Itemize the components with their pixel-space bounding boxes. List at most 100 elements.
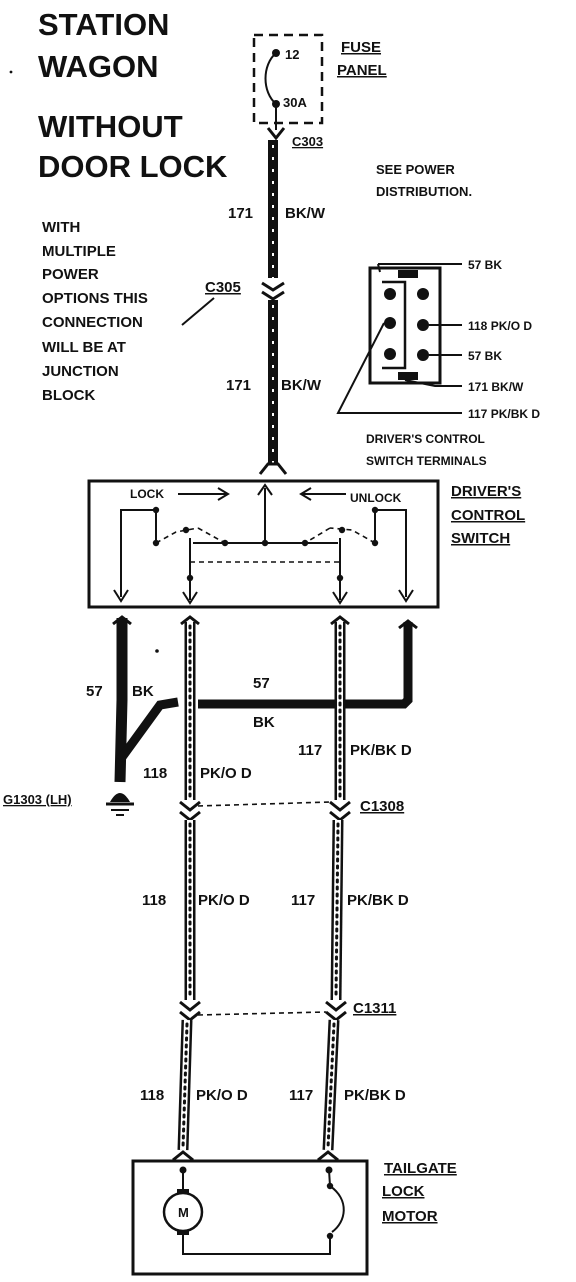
- switch-out-arrow-57-right: [398, 589, 414, 603]
- wire-117-seg3-dots: [326, 1022, 336, 1150]
- wire-118-a-circuit: 118: [143, 765, 167, 782]
- motor-symbol: M: [178, 1205, 189, 1220]
- c303-terminal: [266, 127, 286, 141]
- terminal-pin-2: [417, 288, 429, 300]
- terminal-label-171: 171 BK/W: [468, 380, 524, 394]
- wire-118-b-circuit: 118: [142, 892, 166, 909]
- limit-switch-arm: [329, 1185, 345, 1233]
- c1308-118-bottom: [179, 810, 201, 822]
- c1308-118-top: [179, 800, 201, 812]
- terminal-leader-171: [404, 379, 462, 387]
- switch-node-right-top: [371, 506, 379, 514]
- terminal-label-57: 57 BK: [468, 349, 502, 363]
- ground-label: G1303 (LH): [3, 792, 72, 807]
- wire-57-left-connector: [112, 615, 132, 626]
- note-line-8: BLOCK: [42, 387, 95, 404]
- terminal-pin-3: [384, 317, 396, 329]
- tailgate-lock-motor: M: [131, 1159, 369, 1276]
- motor-label-1: TAILGATE: [384, 1160, 457, 1177]
- switch-input-arrow: [257, 483, 273, 496]
- switch-ground-left: [120, 509, 157, 597]
- switch-node-unlock-out: [336, 574, 344, 582]
- wire-117-c-color: PK/BK D: [344, 1087, 406, 1104]
- switch-out-arrow-117: [332, 591, 348, 605]
- terminal-key-top: [398, 270, 418, 278]
- wire-117-seg2-dots: [334, 822, 340, 1000]
- wire-57-mid-color: BK: [253, 714, 275, 731]
- note-line-6: WILL BE AT: [42, 339, 126, 356]
- motor-label-2: LOCK: [382, 1183, 425, 1200]
- wire-118-motor-connector: [172, 1150, 194, 1162]
- motor-brush-top: [177, 1189, 189, 1194]
- wire-118-c-circuit: 118: [140, 1087, 164, 1104]
- see-power-line-1: SEE POWER: [376, 162, 455, 177]
- wire-117-b-color: PK/BK D: [347, 892, 409, 909]
- motor-brush-bottom: [177, 1230, 189, 1235]
- note-line-4: OPTIONS THIS: [42, 290, 148, 307]
- wire-171-upper-color: BK/W: [285, 205, 326, 222]
- c305-leader-line: [181, 297, 215, 326]
- c1311-117-top: [325, 1000, 347, 1012]
- title-line-3: WITHOUT: [38, 109, 183, 144]
- c1311-118-bottom: [179, 1010, 201, 1022]
- wire-118-a-color: PK/O D: [200, 765, 252, 782]
- wire-171-lower-circuit: 171: [226, 377, 251, 394]
- c1308-link: [197, 801, 331, 807]
- note-line-3: POWER: [42, 266, 99, 283]
- c1308-117-top: [329, 800, 351, 812]
- title-line-1: STATION: [38, 7, 169, 42]
- wire-117-c-circuit: 117: [289, 1087, 313, 1104]
- terminal-pin-1: [384, 288, 396, 300]
- wire-57-mid-circuit: 57: [253, 675, 270, 692]
- title-line-2: WAGON: [38, 49, 159, 84]
- wire-57-splice-diagonal: [116, 697, 179, 763]
- c1308-label: C1308: [360, 798, 404, 815]
- fuse-panel-label-1: FUSE: [341, 39, 381, 56]
- motor-label-3: MOTOR: [382, 1208, 438, 1225]
- limit-switch-lead: [328, 1169, 331, 1187]
- switch-label-1: DRIVER'S: [451, 483, 521, 500]
- stray-mark: [155, 649, 159, 653]
- terminal-label-57-top: 57 BK: [468, 258, 502, 272]
- wire-117-a-circuit: 117: [298, 742, 322, 759]
- switch-node-left-top: [152, 506, 160, 514]
- terminal-pin-5: [384, 348, 396, 360]
- fuse-panel-border: [252, 33, 324, 125]
- ground-lug: [110, 793, 130, 802]
- switch-label-2: CONTROL: [451, 507, 525, 524]
- c305-connector-top: [261, 281, 285, 292]
- wire-118: [172, 615, 201, 1162]
- note-line-5: CONNECTION: [42, 314, 143, 331]
- ground-circuit-57: [112, 615, 418, 783]
- ground-symbol: [106, 793, 134, 816]
- diagram-title: STATION WAGON WITHOUT DOOR LOCK: [38, 7, 228, 184]
- wire-57-right-run: [198, 622, 413, 709]
- motor-return-lead: [182, 1235, 331, 1255]
- switch-node-lock-arm: [182, 526, 190, 534]
- wire-57-left-color: BK: [132, 683, 154, 700]
- wire-118-b-color: PK/O D: [198, 892, 250, 909]
- c303-label: C303: [292, 134, 323, 149]
- fuse-element: [264, 52, 277, 105]
- switch-terminals-inset: [336, 263, 462, 414]
- lock-arrow-head: [217, 487, 230, 501]
- note-line-7: JUNCTION: [42, 363, 119, 380]
- wire-171-lower-color: BK/W: [281, 377, 322, 394]
- lock-contact-left: [155, 527, 199, 544]
- wire-118-top-connector: [180, 615, 200, 626]
- c305-label: C305: [205, 279, 241, 296]
- stray-dot: [9, 70, 13, 74]
- terminal-pin-6: [417, 349, 429, 361]
- switch-node-lock-out: [186, 574, 194, 582]
- wire-117-a-color: PK/BK D: [350, 742, 412, 759]
- c1308-117-bottom: [329, 810, 351, 822]
- bus-node-2: [261, 539, 269, 547]
- wire-118-seg3-dots: [181, 1022, 189, 1150]
- c1311-label: C1311: [353, 1000, 396, 1017]
- limit-switch-bottom: [326, 1232, 334, 1240]
- wire-57-left-circuit: 57: [86, 683, 103, 700]
- switch-label-3: SWITCH: [451, 530, 510, 547]
- switch-input-connector: [258, 462, 288, 475]
- see-power-line-2: DISTRIBUTION.: [376, 184, 472, 199]
